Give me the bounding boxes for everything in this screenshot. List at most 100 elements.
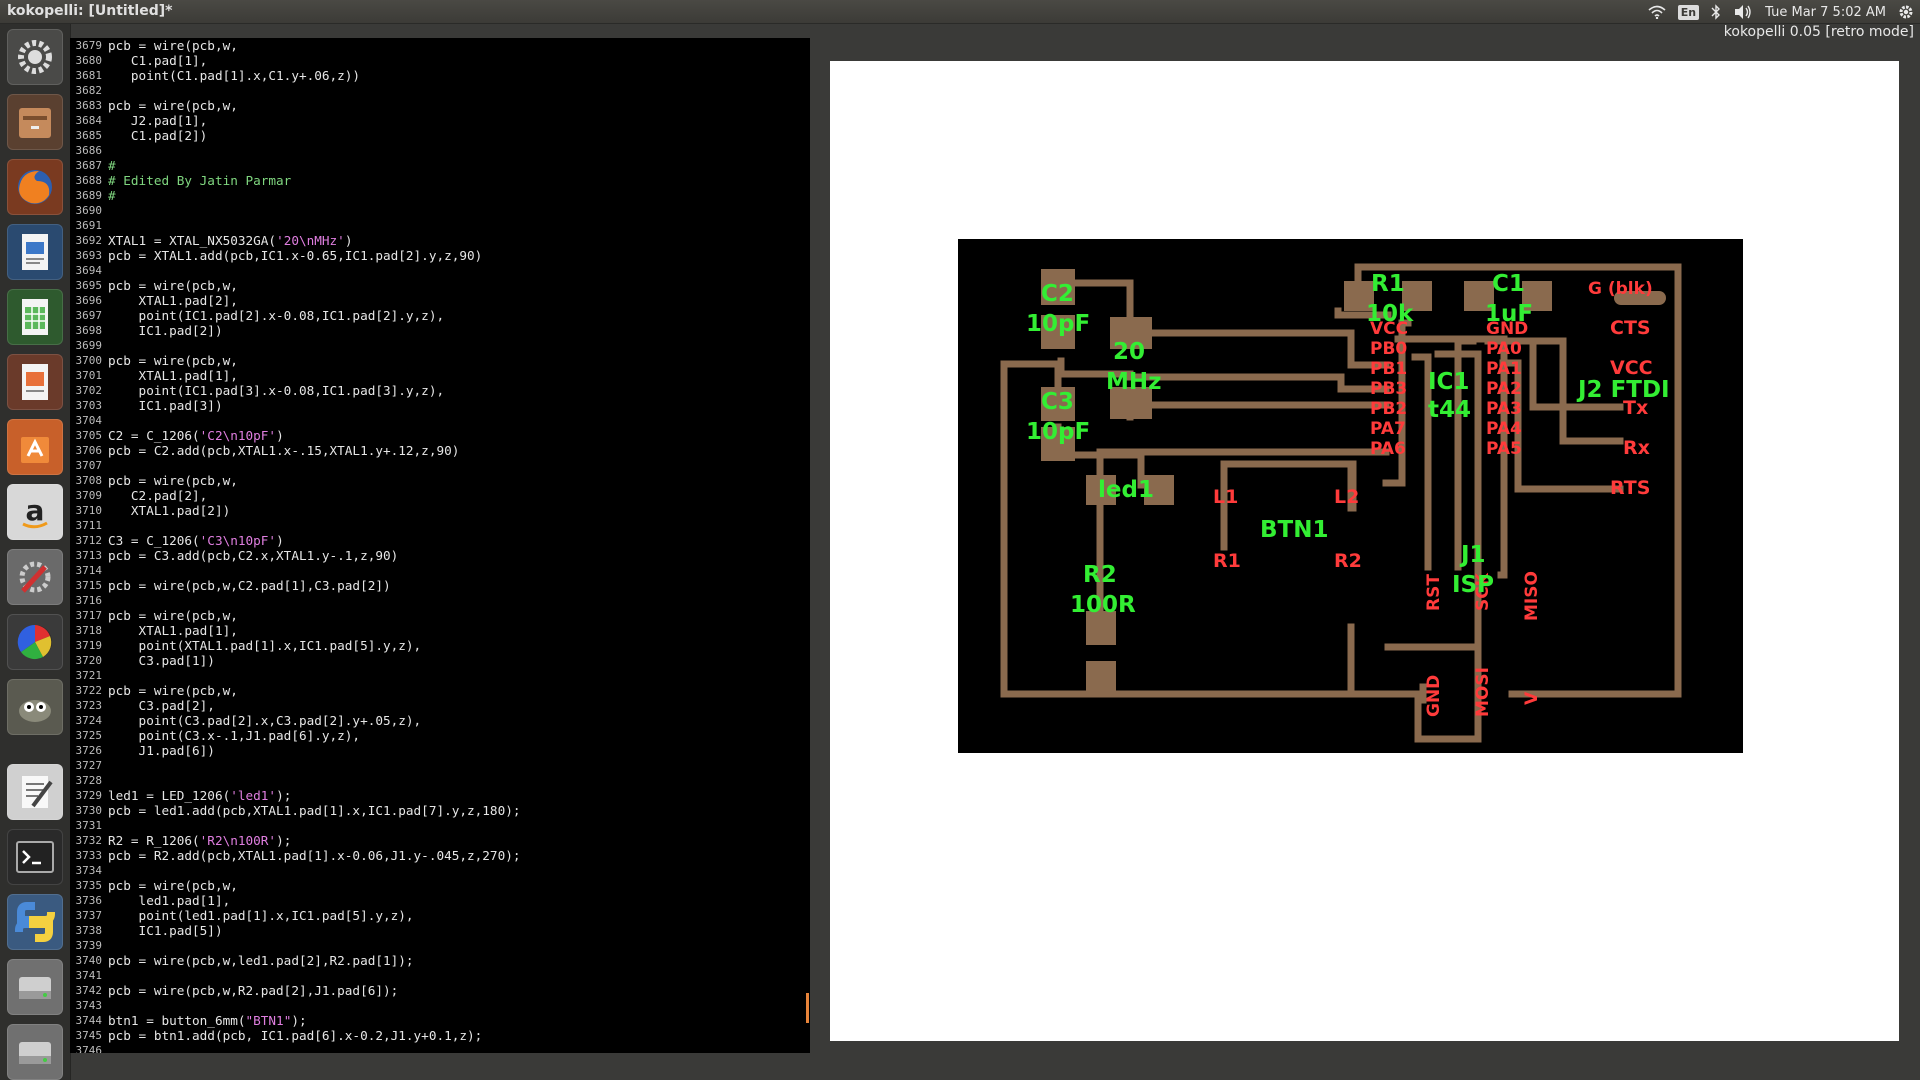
- code-line[interactable]: C3 = C_1206('C3\n10pF'): [108, 533, 808, 548]
- code-line[interactable]: [108, 863, 808, 878]
- code-line[interactable]: pcb = C3.add(pcb,C2.x,XTAL1.y-.1,z,90): [108, 548, 399, 563]
- code-line[interactable]: C3.pad[2],: [108, 698, 215, 713]
- code-line[interactable]: XTAL1 = XTAL_NX5032GA('20\nMHz'): [108, 233, 808, 248]
- keyboard-layout-indicator[interactable]: En: [1677, 4, 1700, 20]
- line-number: 3704: [75, 414, 103, 427]
- code-line[interactable]: [108, 758, 808, 773]
- code-line[interactable]: XTAL1.pad[1],: [108, 623, 238, 638]
- code-token: );: [291, 1013, 307, 1028]
- code-line[interactable]: led1.pad[1],: [108, 893, 231, 908]
- code-line[interactable]: #: [108, 188, 116, 203]
- clock[interactable]: Tue Mar 7 5:02 AM: [1765, 4, 1886, 20]
- code-line[interactable]: [108, 593, 808, 608]
- code-line[interactable]: [108, 518, 808, 533]
- code-line[interactable]: point(C3.pad[2].x,C3.pad[2].y+.05,z),: [108, 713, 422, 728]
- code-line[interactable]: [108, 773, 808, 788]
- amazon-launcher[interactable]: a: [7, 484, 63, 540]
- code-line[interactable]: IC1.pad[2]): [108, 323, 223, 338]
- code-line[interactable]: point(IC1.pad[2].x-0.08,IC1.pad[2].y,z),: [108, 308, 445, 323]
- code-line[interactable]: [108, 1043, 808, 1053]
- wifi-icon[interactable]: [1648, 5, 1666, 19]
- code-line[interactable]: pcb = C2.add(pcb,XTAL1.x-.15,XTAL1.y+.12…: [108, 443, 460, 458]
- code-line[interactable]: [108, 998, 808, 1013]
- editor-scroll-indicator[interactable]: [806, 993, 809, 1023]
- code-line[interactable]: C3.pad[1]): [108, 653, 215, 668]
- code-line[interactable]: led1 = LED_1206('led1');: [108, 788, 808, 803]
- code-line[interactable]: btn1 = button_6mm("BTN1");: [108, 1013, 808, 1028]
- code-text-area[interactable]: pcb = wire(pcb,w, C1.pad[1], point(C1.pa…: [108, 38, 808, 1053]
- code-line[interactable]: point(IC1.pad[3].x-0.08,IC1.pad[3].y,z),: [108, 383, 445, 398]
- code-line[interactable]: pcb = led1.add(pcb,XTAL1.pad[1].x,IC1.pa…: [108, 803, 521, 818]
- code-line[interactable]: [108, 668, 808, 683]
- text-editor-launcher[interactable]: [7, 764, 63, 820]
- code-line[interactable]: pcb = wire(pcb,w,: [108, 878, 238, 893]
- code-line[interactable]: C2 = C_1206('C2\n10pF'): [108, 428, 808, 443]
- firefox-launcher[interactable]: [7, 159, 63, 215]
- code-line[interactable]: [108, 458, 808, 473]
- code-line[interactable]: pcb = wire(pcb,w,: [108, 98, 238, 113]
- code-line[interactable]: point(C3.x-.1,J1.pad[6].y,z),: [108, 728, 361, 743]
- code-line[interactable]: IC1.pad[5]): [108, 923, 223, 938]
- system-tools-launcher[interactable]: [7, 549, 63, 605]
- software-center-launcher[interactable]: [7, 419, 63, 475]
- code-line[interactable]: R2 = R_1206('R2\n100R');: [108, 833, 808, 848]
- writer-launcher[interactable]: [7, 224, 63, 280]
- python-launcher[interactable]: [7, 894, 63, 950]
- code-line[interactable]: XTAL1.pad[1],: [108, 368, 238, 383]
- system-settings-launcher[interactable]: [7, 29, 63, 85]
- code-line[interactable]: [108, 143, 808, 158]
- code-line[interactable]: pcb = wire(pcb,w,: [108, 38, 238, 53]
- code-line[interactable]: C2.pad[2],: [108, 488, 208, 503]
- code-line[interactable]: pcb = XTAL1.add(pcb,IC1.x-0.65,IC1.pad[2…: [108, 248, 483, 263]
- code-line[interactable]: IC1.pad[3]): [108, 398, 223, 413]
- code-line[interactable]: [108, 338, 808, 353]
- color-app-launcher[interactable]: [7, 614, 63, 670]
- code-line[interactable]: pcb = wire(pcb,w,led1.pad[2],R2.pad[1]);: [108, 953, 414, 968]
- code-line[interactable]: point(XTAL1.pad[1].x,IC1.pad[5].y,z),: [108, 638, 422, 653]
- gear-icon[interactable]: [1898, 4, 1914, 20]
- code-line[interactable]: XTAL1.pad[2]): [108, 503, 231, 518]
- pcb-red-label: V: [1522, 691, 1542, 705]
- code-line[interactable]: pcb = wire(pcb,w,: [108, 473, 238, 488]
- code-line[interactable]: [108, 218, 808, 233]
- code-line[interactable]: XTAL1.pad[2],: [108, 293, 238, 308]
- code-line[interactable]: pcb = wire(pcb,w,: [108, 608, 238, 623]
- trace: [1347, 329, 1390, 369]
- code-line[interactable]: J2.pad[1],: [108, 113, 208, 128]
- code-line[interactable]: pcb = wire(pcb,w,C2.pad[1],C3.pad[2]): [108, 578, 391, 593]
- drive-launcher[interactable]: [7, 959, 63, 1015]
- code-line[interactable]: pcb = wire(pcb,w,: [108, 278, 238, 293]
- code-line[interactable]: [108, 263, 808, 278]
- code-line[interactable]: [108, 818, 808, 833]
- line-number: 3725: [75, 729, 103, 742]
- code-line[interactable]: #: [108, 158, 116, 173]
- code-line[interactable]: point(led1.pad[1].x,IC1.pad[5].y,z),: [108, 908, 414, 923]
- code-line[interactable]: [108, 563, 808, 578]
- code-line[interactable]: pcb = wire(pcb,w,: [108, 683, 238, 698]
- code-line[interactable]: [108, 968, 808, 983]
- code-line[interactable]: [108, 83, 808, 98]
- code-line[interactable]: pcb = R2.add(pcb,XTAL1.pad[1].x-0.06,J1.…: [108, 848, 521, 863]
- code-line[interactable]: J1.pad[6]): [108, 743, 215, 758]
- terminal-launcher[interactable]: [7, 829, 63, 885]
- drive-launcher-2[interactable]: [7, 1024, 63, 1080]
- bluetooth-icon[interactable]: [1711, 4, 1721, 20]
- volume-icon[interactable]: [1733, 4, 1753, 20]
- gimp-launcher[interactable]: [7, 679, 63, 735]
- calc-launcher[interactable]: [7, 289, 63, 345]
- code-line[interactable]: [108, 203, 808, 218]
- pcb-red-label: RST: [1424, 574, 1444, 611]
- code-line[interactable]: point(C1.pad[1].x,C1.y+.06,z)): [108, 68, 361, 83]
- code-line[interactable]: [108, 413, 808, 428]
- code-line[interactable]: C1.pad[1],: [108, 53, 208, 68]
- impress-launcher[interactable]: [7, 354, 63, 410]
- code-token: led1 = LED_1206(: [108, 788, 231, 803]
- code-line[interactable]: [108, 938, 808, 953]
- code-line[interactable]: C1.pad[2]): [108, 128, 208, 143]
- code-line[interactable]: pcb = wire(pcb,w,: [108, 353, 238, 368]
- code-line[interactable]: pcb = btn1.add(pcb, IC1.pad[6].x-0.2,J1.…: [108, 1028, 483, 1043]
- code-line[interactable]: pcb = wire(pcb,w,R2.pad[2],J1.pad[6]);: [108, 983, 399, 998]
- files-launcher[interactable]: [7, 94, 63, 150]
- code-line[interactable]: # Edited By Jatin Parmar: [108, 173, 292, 188]
